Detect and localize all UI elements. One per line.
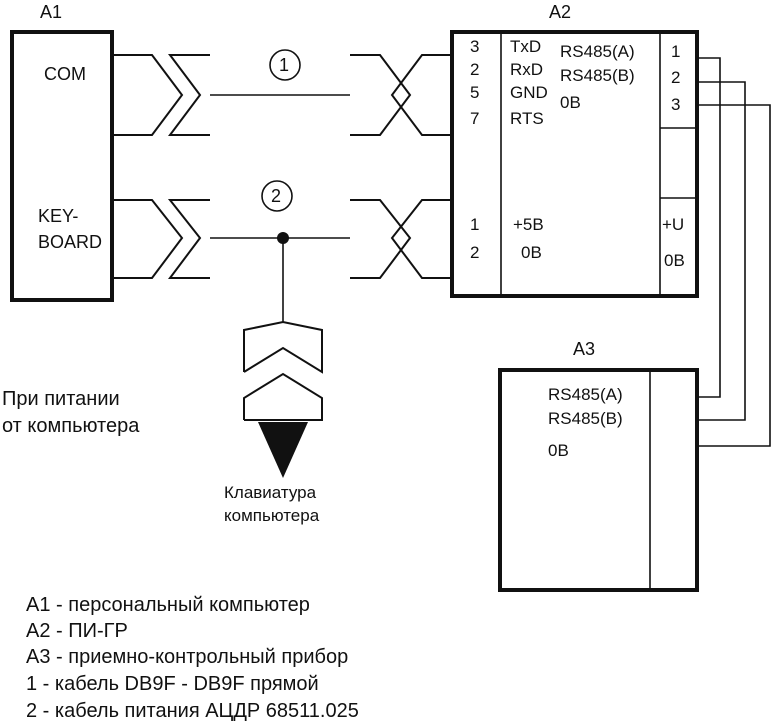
- a2-pin-right-1: 1: [671, 42, 680, 61]
- cable-2-marker: [261, 180, 293, 212]
- a2-power-pin-2: 2: [470, 243, 479, 262]
- a2-signal-0v: 0В: [560, 93, 581, 112]
- connector-a2-com-outer: [350, 54, 412, 136]
- a1-keyboard-port-label-2: BOARD: [38, 232, 102, 252]
- cable-2-number: 2: [271, 186, 281, 206]
- connector-a2-power-inner: [390, 199, 452, 279]
- legend-item-a2: А2 - ПИ-ГР: [26, 620, 128, 642]
- legend-item-a3: А3 - приемно-контрольный прибор: [26, 646, 348, 668]
- power-note-1: При питании: [2, 388, 120, 410]
- wire-rs485b: [697, 81, 746, 421]
- connector-a1-com-inner: [168, 54, 210, 136]
- a2-pin-left-1: 3: [470, 37, 479, 56]
- keyboard-label-2: компьютера: [224, 506, 320, 525]
- wire-rs485a: [697, 57, 721, 398]
- a2-pin-left-2: 2: [470, 60, 479, 79]
- connector-a1-com-outer: [112, 54, 184, 136]
- a2-power-out-0v: 0В: [664, 251, 685, 270]
- a2-signal-rs485b: RS485(B): [560, 66, 635, 85]
- keyboard-connector-lower: [243, 372, 323, 421]
- connector-a2-power-outer: [350, 199, 412, 279]
- a1-label: А1: [40, 2, 62, 22]
- a2-power-out-plus-u: +U: [662, 215, 684, 234]
- wire-0v: [697, 104, 771, 447]
- a2-signal-rts: RTS: [510, 109, 544, 128]
- a2-power-pin-1: 1: [470, 215, 479, 234]
- legend-item-a1: А1 - персональный компьютер: [26, 594, 310, 616]
- connector-a2-com-inner: [390, 54, 452, 136]
- a2-power-0v: 0В: [521, 243, 542, 262]
- cable-1-number: 1: [279, 55, 289, 75]
- a2-signal-txd: TxD: [510, 37, 541, 56]
- connector-a1-kbd-inner: [167, 199, 210, 279]
- a1-box: [10, 30, 114, 302]
- a2-pin-left-3: 5: [470, 83, 479, 102]
- a2-pin-right-3: 3: [671, 95, 680, 114]
- a2-signal-gnd: GND: [510, 83, 548, 102]
- keyboard-plug-icon: [258, 422, 308, 478]
- a2-label: А2: [549, 2, 571, 22]
- keyboard-label-1: Клавиатура: [224, 483, 317, 502]
- a2-signal-rxd: RxD: [510, 60, 543, 79]
- a3-signal-0v: 0В: [548, 441, 569, 460]
- a2-box: [450, 30, 699, 298]
- legend-item-cable1: 1 - кабель DB9F - DB9F прямой: [26, 673, 319, 695]
- a2-pin-right-2: 2: [671, 68, 680, 87]
- a3-box: [498, 368, 699, 592]
- power-note-2: от компьютера: [2, 415, 140, 437]
- a1-com-port-label: COM: [44, 64, 86, 84]
- keyboard-connector-upper: [243, 320, 323, 374]
- a3-signal-rs485a: RS485(A): [548, 385, 623, 404]
- a3-signal-rs485b: RS485(B): [548, 409, 623, 428]
- a2-power-plus5v: +5В: [513, 215, 544, 234]
- cable-1-marker: [269, 49, 301, 81]
- legend-item-cable2: 2 - кабель питания АЦДР 68511.025: [26, 700, 359, 722]
- a3-label: А3: [573, 339, 595, 359]
- a1-keyboard-port-label-1: KEY-: [38, 206, 78, 226]
- a2-pin-left-4: 7: [470, 109, 479, 128]
- a2-signal-rs485a: RS485(A): [560, 42, 635, 61]
- connector-a1-kbd-outer: [112, 199, 184, 279]
